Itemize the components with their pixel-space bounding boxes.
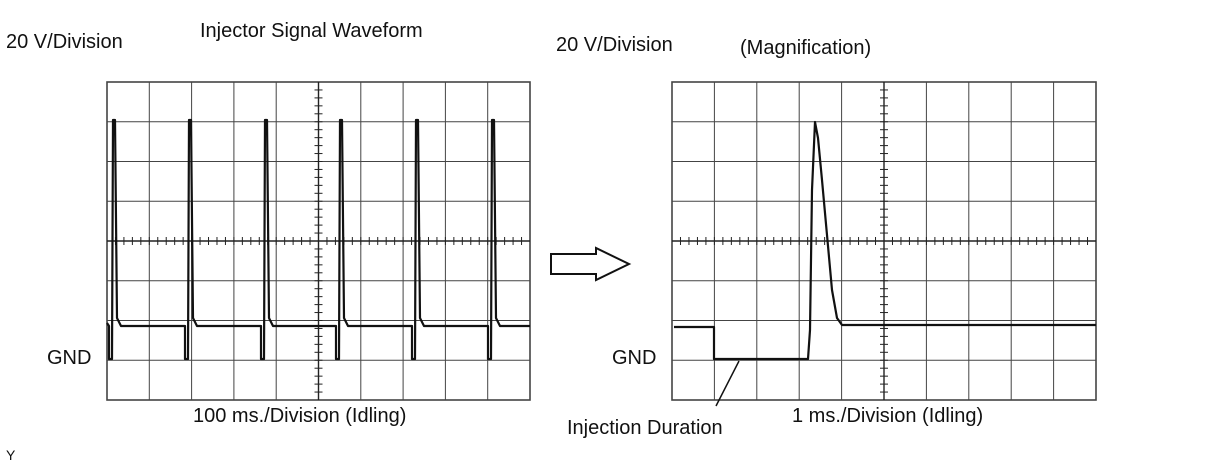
left-horizontal-scale-label: 100 ms./Division (Idling) — [193, 405, 407, 427]
left-scope — [106, 81, 531, 401]
right-horizontal-scale-label: 1 ms./Division (Idling) — [792, 405, 984, 427]
left-vertical-scale-label: 20 V/Division — [6, 31, 123, 53]
right-scope-title: (Magnification) — [740, 37, 872, 59]
right-injector-waveform — [674, 120, 1096, 361]
right-scope — [671, 81, 1097, 407]
right-vertical-scale-label: 20 V/Division — [556, 34, 673, 56]
injection-duration-leader-line — [715, 360, 740, 407]
right-gnd-label: GND — [612, 347, 657, 369]
right-scope-grid — [671, 81, 1097, 401]
left-scope-title: Injector Signal Waveform — [200, 20, 423, 42]
corner-mark: Y — [6, 447, 16, 463]
magnify-arrow-icon — [550, 246, 632, 282]
left-injector-waveform — [106, 118, 530, 361]
left-scope-grid — [106, 81, 531, 401]
injection-duration-callout: Injection Duration — [567, 417, 723, 439]
left-gnd-label: GND — [47, 347, 92, 369]
